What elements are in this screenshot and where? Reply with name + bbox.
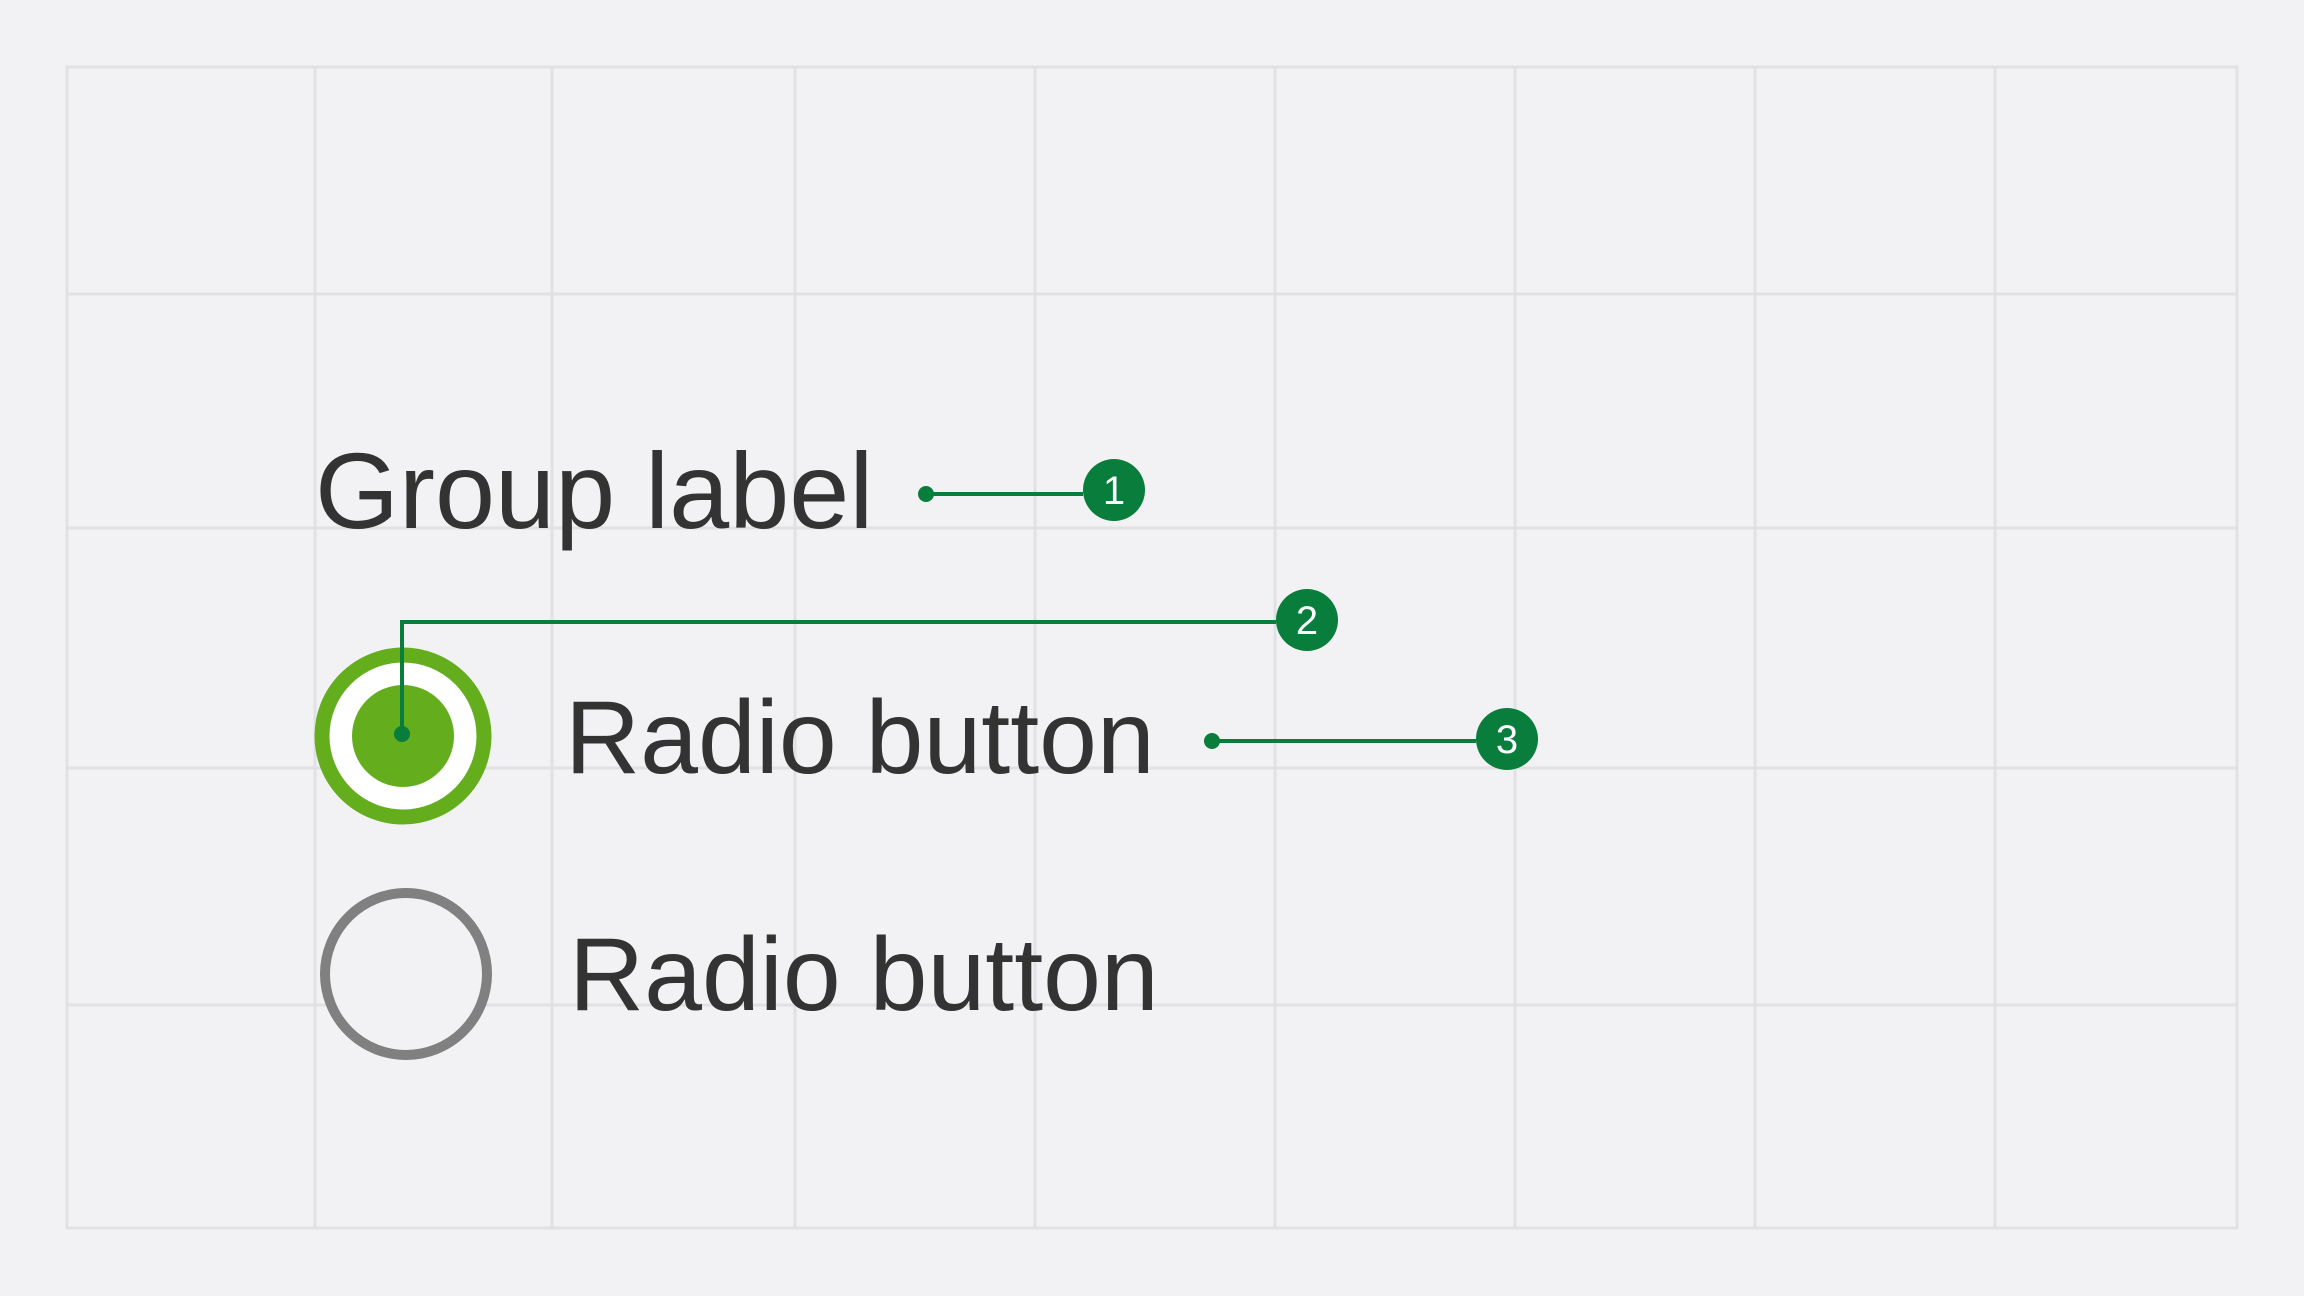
callout-anchor-dot: [918, 486, 934, 502]
callout-anchors: [394, 486, 1220, 749]
badge-circle: [1083, 459, 1145, 521]
callout-badge-2: 2: [1276, 589, 1338, 651]
radio-option-unselected[interactable]: Radio button: [320, 888, 1159, 1060]
callout-badge-3: 3: [1476, 708, 1538, 770]
badge-number: 2: [1296, 599, 1318, 643]
callout-leader-2: [400, 620, 1276, 734]
annotation-callouts: [400, 492, 1476, 743]
group-label: Group label: [315, 430, 873, 551]
callout-anchor-dot: [1204, 733, 1220, 749]
grid-frame: [65, 65, 2239, 1230]
radio-option-selected[interactable]: Radio button: [314, 647, 1155, 825]
radio-unselected-ring[interactable]: [320, 888, 492, 1060]
radio-option-label[interactable]: Radio button: [569, 917, 1159, 1033]
callout-badge-1: 1: [1083, 459, 1145, 521]
badge-number: 3: [1496, 718, 1518, 762]
callout-anchor-dot: [394, 726, 410, 742]
radio-option-label[interactable]: Radio button: [565, 680, 1155, 796]
badge-circle: [1276, 589, 1338, 651]
badge-number: 1: [1103, 469, 1125, 513]
badge-circle: [1476, 708, 1538, 770]
